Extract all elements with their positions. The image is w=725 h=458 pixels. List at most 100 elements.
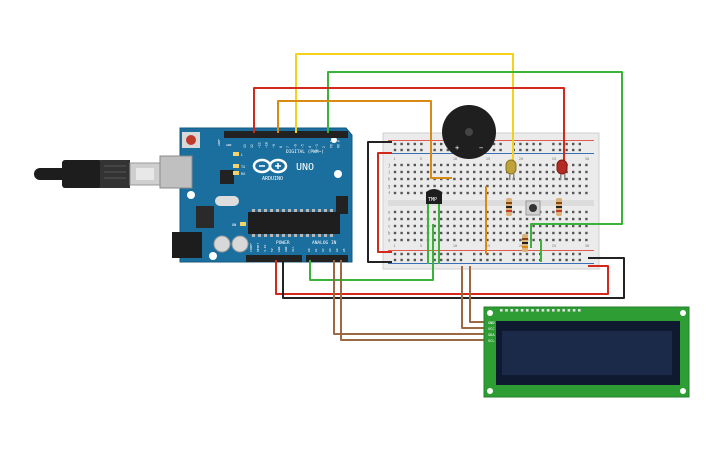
breadboard-hole[interactable] (492, 231, 496, 235)
breadboard-hole[interactable] (552, 252, 555, 256)
breadboard-hole[interactable] (532, 177, 535, 181)
breadboard-hole[interactable] (473, 231, 476, 235)
breadboard-hole[interactable] (413, 217, 416, 221)
breadboard-hole[interactable] (466, 217, 469, 221)
breadboard-hole[interactable] (486, 163, 489, 167)
breadboard-hole[interactable] (552, 170, 555, 174)
breadboard-hole[interactable] (499, 163, 502, 167)
breadboard-hole[interactable] (532, 238, 535, 242)
breadboard-hole[interactable] (479, 258, 482, 262)
breadboard-hole[interactable] (479, 224, 482, 228)
breadboard-hole[interactable] (525, 224, 529, 228)
breadboard-hole[interactable] (466, 224, 469, 228)
breadboard-hole[interactable] (479, 177, 482, 181)
breadboard-hole[interactable] (400, 163, 403, 167)
breadboard-hole[interactable] (545, 217, 548, 221)
breadboard-hole[interactable] (545, 191, 548, 195)
breadboard-hole[interactable] (459, 238, 463, 242)
breadboard-hole[interactable] (578, 238, 581, 242)
wire-green-bottom[interactable] (309, 224, 434, 281)
breadboard-hole[interactable] (519, 184, 522, 188)
breadboard-hole[interactable] (433, 258, 436, 262)
breadboard-hole[interactable] (413, 238, 416, 242)
breadboard-hole[interactable] (578, 142, 581, 146)
breadboard-hole[interactable] (585, 238, 588, 242)
breadboard-hole[interactable] (499, 231, 502, 235)
breadboard-hole[interactable] (426, 177, 430, 181)
breadboard-hole[interactable] (466, 231, 469, 235)
breadboard-hole[interactable] (492, 170, 496, 174)
resistor-3[interactable] (522, 234, 528, 252)
breadboard-hole[interactable] (492, 224, 496, 228)
breadboard-hole[interactable] (558, 231, 562, 235)
breadboard-hole[interactable] (446, 231, 449, 235)
breadboard-hole[interactable] (572, 177, 575, 181)
breadboard-hole[interactable] (499, 148, 502, 152)
breadboard-hole[interactable] (453, 184, 456, 188)
breadboard-hole[interactable] (558, 184, 562, 188)
breadboard-hole[interactable] (433, 238, 436, 242)
breadboard-hole[interactable] (407, 163, 410, 167)
breadboard-hole[interactable] (552, 224, 555, 228)
breadboard-hole[interactable] (459, 217, 463, 221)
breadboard-hole[interactable] (532, 142, 535, 146)
breadboard-hole[interactable] (532, 224, 535, 228)
breadboard-hole[interactable] (525, 142, 529, 146)
breadboard-hole[interactable] (407, 258, 410, 262)
breadboard-hole[interactable] (539, 191, 542, 195)
breadboard-hole[interactable] (486, 224, 489, 228)
breadboard-hole[interactable] (539, 217, 542, 221)
breadboard-hole[interactable] (572, 224, 575, 228)
breadboard-hole[interactable] (565, 217, 568, 221)
breadboard-hole[interactable] (426, 163, 430, 167)
breadboard-hole[interactable] (552, 231, 555, 235)
breadboard-hole[interactable] (492, 238, 496, 242)
breadboard-hole[interactable] (413, 258, 416, 262)
breadboard-hole[interactable] (426, 184, 430, 188)
breadboard-hole[interactable] (446, 163, 449, 167)
breadboard-hole[interactable] (545, 170, 548, 174)
breadboard-hole[interactable] (558, 148, 562, 152)
breadboard-hole[interactable] (413, 163, 416, 167)
breadboard-hole[interactable] (512, 210, 515, 214)
breadboard-hole[interactable] (466, 238, 469, 242)
breadboard-hole[interactable] (539, 231, 542, 235)
breadboard-hole[interactable] (466, 170, 469, 174)
breadboard-hole[interactable] (413, 142, 416, 146)
breadboard-hole[interactable] (572, 148, 575, 152)
breadboard-hole[interactable] (433, 148, 436, 152)
breadboard-hole[interactable] (578, 224, 581, 228)
breadboard-hole[interactable] (407, 238, 410, 242)
breadboard-hole[interactable] (492, 184, 496, 188)
breadboard-hole[interactable] (539, 142, 542, 146)
breadboard-hole[interactable] (499, 210, 502, 214)
breadboard-hole[interactable] (565, 142, 568, 146)
breadboard-hole[interactable] (479, 252, 482, 256)
breadboard-hole[interactable] (565, 238, 568, 242)
breadboard-hole[interactable] (453, 258, 456, 262)
breadboard-hole[interactable] (525, 148, 529, 152)
breadboard-hole[interactable] (446, 148, 449, 152)
breadboard-hole[interactable] (479, 231, 482, 235)
breadboard-hole[interactable] (525, 191, 529, 195)
breadboard-hole[interactable] (519, 142, 522, 146)
breadboard-hole[interactable] (473, 170, 476, 174)
breadboard-hole[interactable] (585, 217, 588, 221)
breadboard-hole[interactable] (492, 210, 496, 214)
breadboard-hole[interactable] (486, 210, 489, 214)
breadboard-hole[interactable] (572, 252, 575, 256)
wire-brown-3[interactable] (333, 260, 488, 335)
breadboard-hole[interactable] (400, 142, 403, 146)
breadboard-hole[interactable] (453, 177, 456, 181)
breadboard-hole[interactable] (413, 177, 416, 181)
breadboard-hole[interactable] (578, 184, 581, 188)
breadboard-hole[interactable] (552, 238, 555, 242)
breadboard-hole[interactable] (413, 231, 416, 235)
breadboard-hole[interactable] (453, 238, 456, 242)
breadboard-hole[interactable] (552, 217, 555, 221)
breadboard-hole[interactable] (499, 142, 502, 146)
breadboard-hole[interactable] (479, 210, 482, 214)
breadboard-hole[interactable] (512, 258, 515, 262)
breadboard-hole[interactable] (525, 231, 529, 235)
breadboard-hole[interactable] (539, 224, 542, 228)
